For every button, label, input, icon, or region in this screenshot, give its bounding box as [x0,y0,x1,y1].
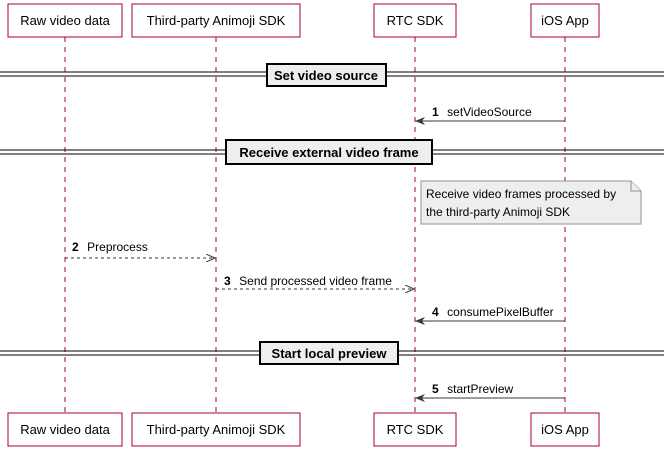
message-number: 4 [432,305,439,319]
participant-label: Third-party Animoji SDK [147,422,286,437]
message-number: 3 [224,274,231,288]
message-text: 1 setVideoSource [432,103,532,120]
divider-label: Receive external video frame [239,145,418,160]
participant-rtc-sdk-bottom: RTC SDK [373,412,457,447]
participant-label: RTC SDK [387,422,444,437]
message-label: consumePixelBuffer [447,305,554,319]
message-label: setVideoSource [447,105,532,119]
divider-set-video-source: Set video source [0,63,664,87]
message-start-preview: 5 startPreview [415,380,565,402]
message-number: 5 [432,382,439,396]
divider-label: Set video source [274,68,378,83]
message-label: startPreview [447,382,513,396]
message-label: Preprocess [87,240,148,254]
participant-label: Raw video data [20,422,110,437]
note: Receive video frames processed by the th… [420,180,642,225]
divider-receive-external-video-frame: Receive external video frame [0,139,664,165]
message-number: 1 [432,105,439,119]
participant-raw-video-data-bottom: Raw video data [7,412,123,447]
participant-label: Raw video data [20,13,110,28]
participant-label: iOS App [541,422,589,437]
divider-label: Start local preview [272,346,388,361]
message-text: 3 Send processed video frame [224,272,392,289]
message-text: 5 startPreview [432,380,513,397]
participant-rtc-sdk-top: RTC SDK [373,3,457,38]
message-set-video-source: 1 setVideoSource [415,103,565,125]
message-text: 4 consumePixelBuffer [432,303,554,320]
participant-third-party-animoji-sdk-bottom: Third-party Animoji SDK [131,412,301,447]
note-line-1: Receive video frames processed by [426,187,616,201]
participant-ios-app-top: iOS App [530,3,600,38]
message-preprocess: 2 Preprocess [65,238,215,258]
note-line-2: the third-party Animoji SDK [426,205,570,219]
participant-label: iOS App [541,13,589,28]
participant-label: RTC SDK [387,13,444,28]
message-text: 2 Preprocess [72,238,148,255]
message-label: Send processed video frame [239,274,392,288]
message-number: 2 [72,240,79,254]
participant-ios-app-bottom: iOS App [530,412,600,447]
message-consume-pixel-buffer: 4 consumePixelBuffer [415,303,565,325]
participant-raw-video-data-top: Raw video data [7,3,123,38]
message-send-processed-video-frame: 3 Send processed video frame [216,272,414,289]
participant-label: Third-party Animoji SDK [147,13,286,28]
participant-third-party-animoji-sdk-top: Third-party Animoji SDK [131,3,301,38]
divider-start-local-preview: Start local preview [0,341,664,365]
